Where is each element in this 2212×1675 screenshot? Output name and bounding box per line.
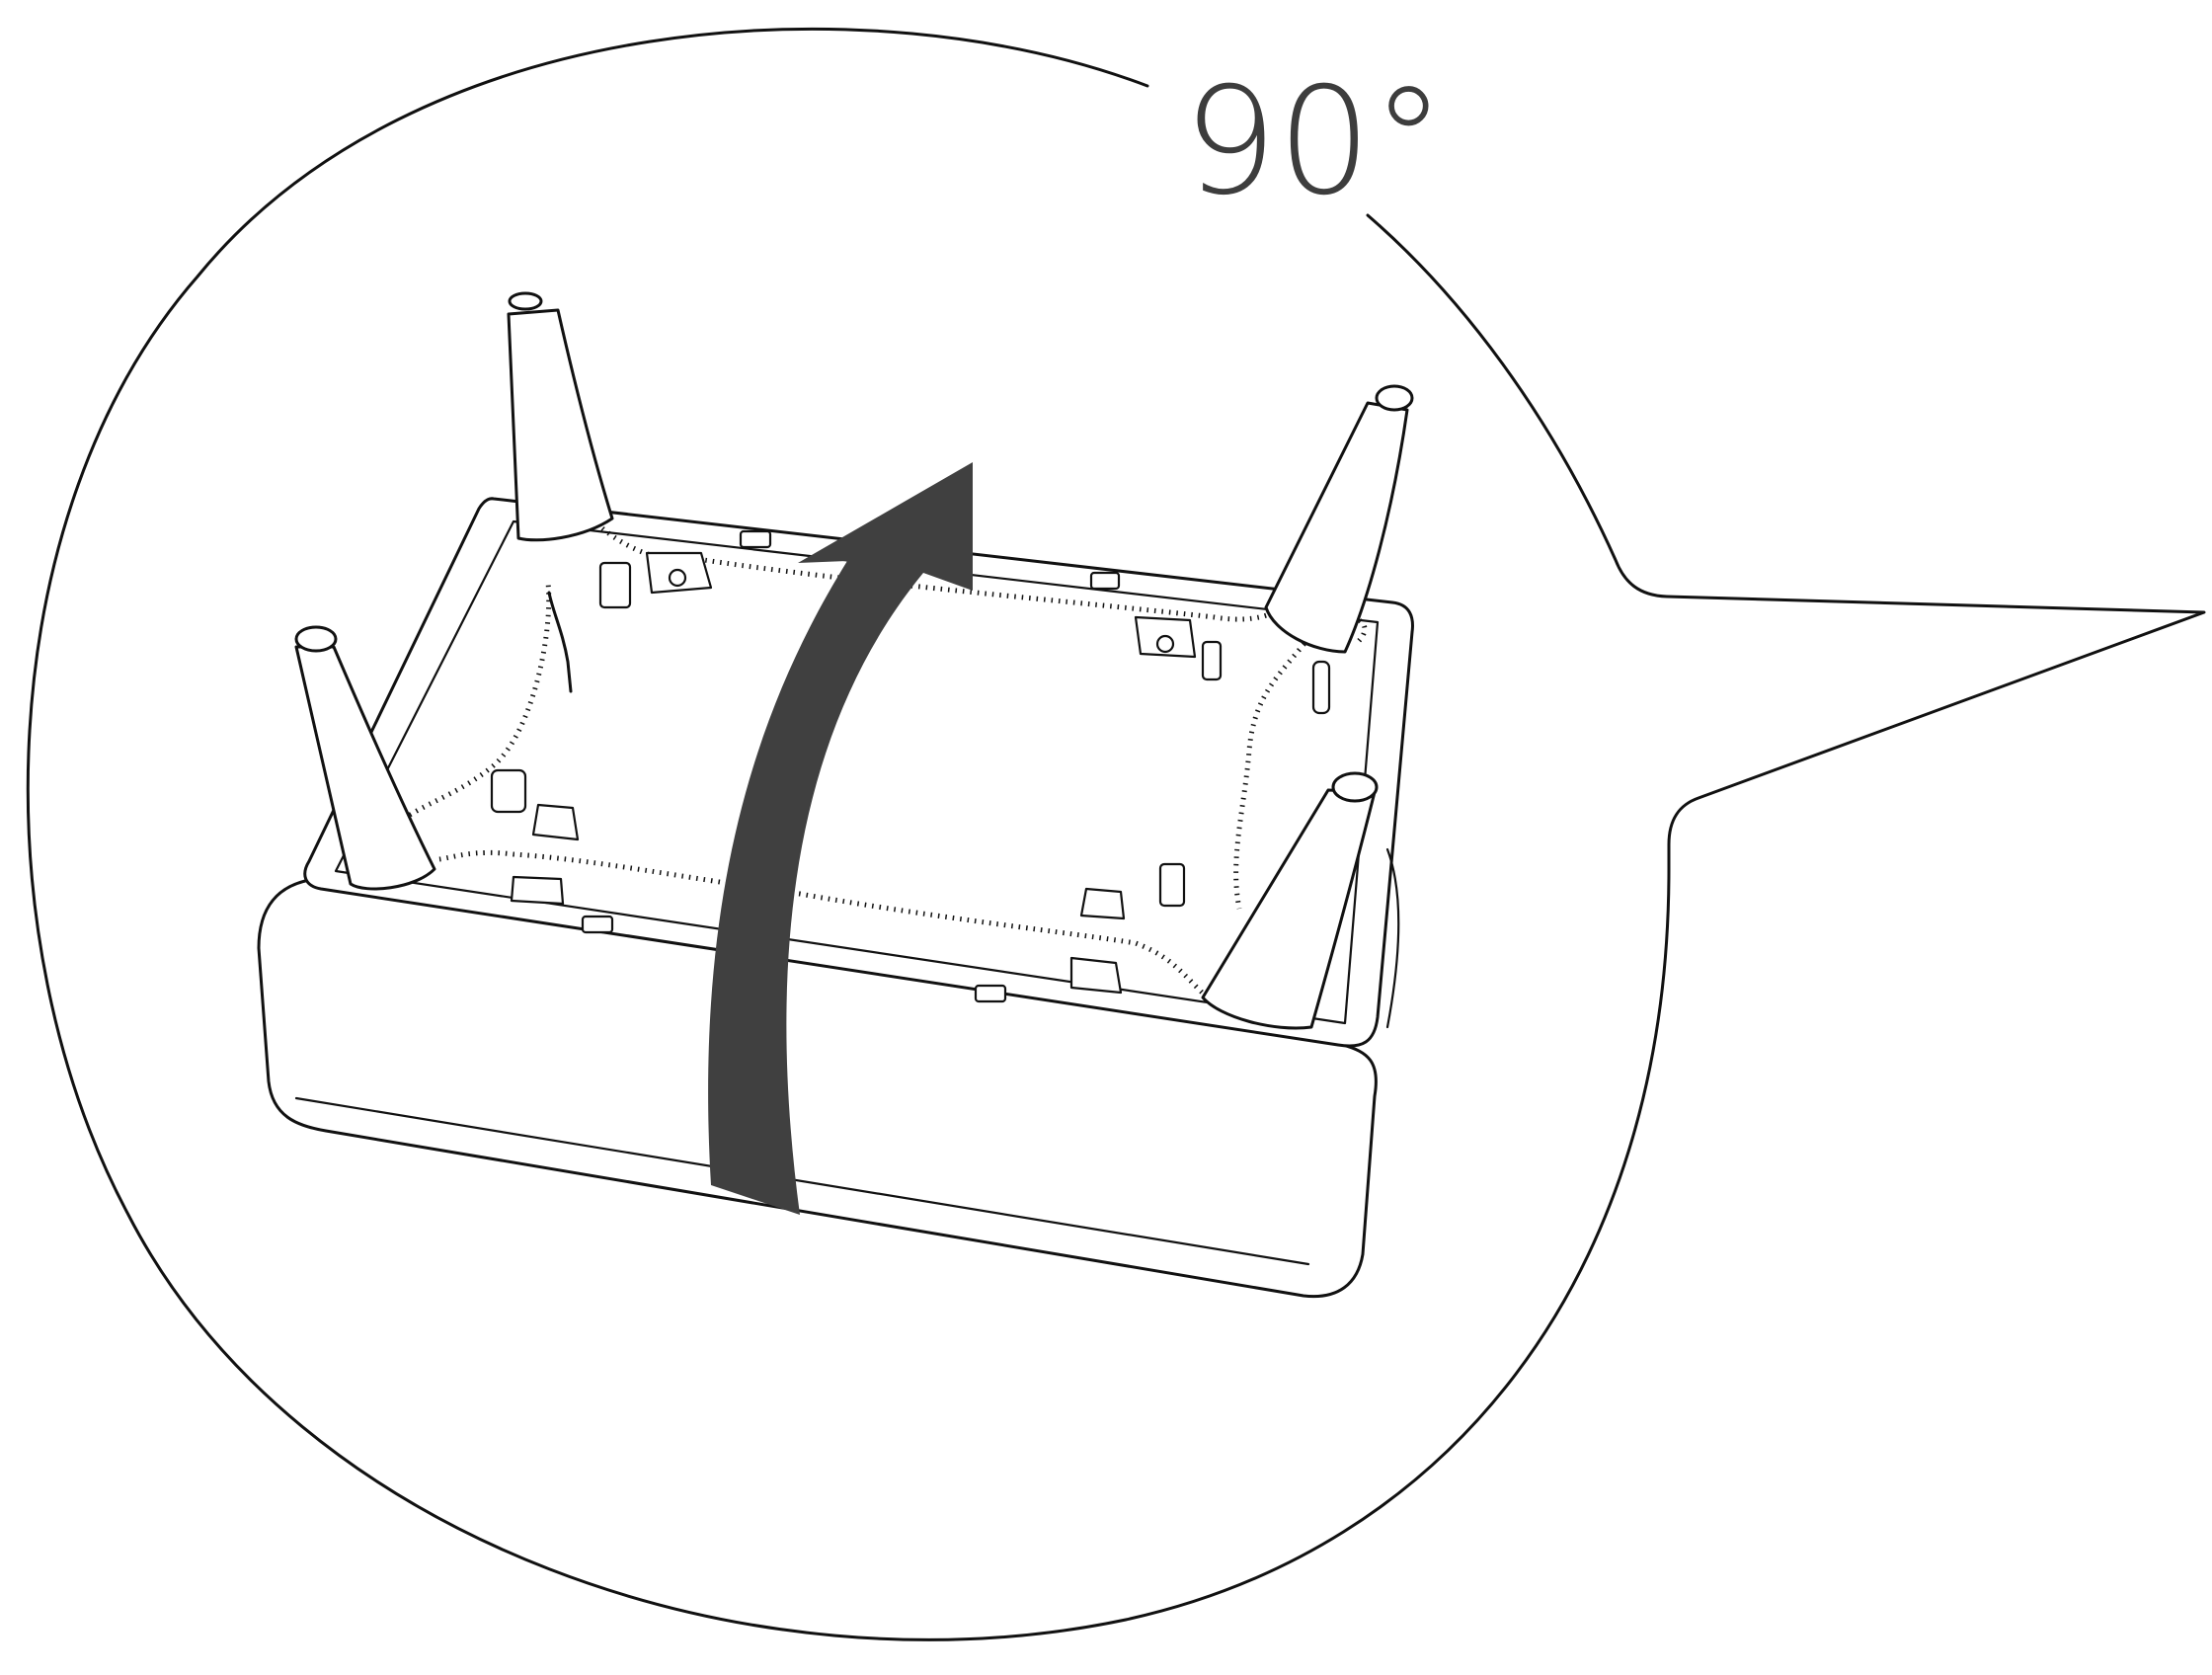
leg-back-left [507,291,614,542]
zipper-pull [547,591,573,693]
leg-back-right [1264,384,1414,654]
sofa-legs [294,291,1414,1030]
seat-side-curve [1385,847,1400,1029]
sofa-seat [257,497,1414,1299]
leg-front-right [1201,771,1379,1030]
callout-bubble-outline [26,27,2206,1641]
frame-inner-edge [334,519,1380,1025]
underside-seams [408,526,1368,1001]
rotation-arrow [708,462,973,1215]
seat-bottom-seam [294,1096,1310,1266]
mounting-brackets [490,529,1331,1003]
leg-front-left [294,625,436,891]
seat-front-face [257,877,1378,1299]
angle-label: 90° [1183,56,1446,228]
